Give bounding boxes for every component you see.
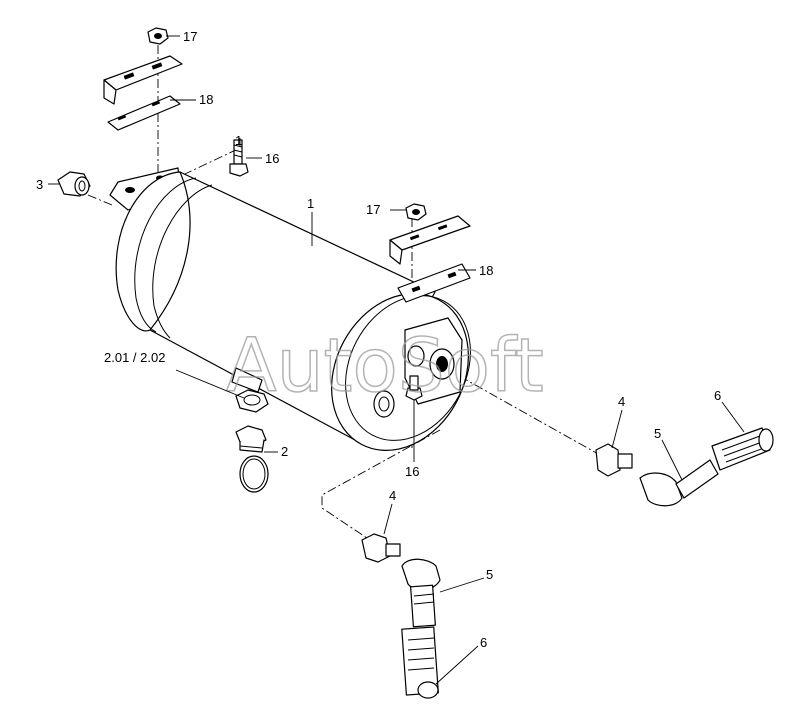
callout-5-lower: 5 (486, 567, 493, 582)
callout-4-lower: 4 (389, 488, 396, 503)
callout-17-top-left: 17 (183, 29, 197, 44)
upper-left-mounting-parts (103, 27, 183, 131)
callout-labels: 17 18 1 16 3 1 17 18 2.01 / 2.02 2 16 4 … (36, 29, 721, 650)
callout-16-lower: 16 (405, 464, 419, 479)
callout-2-01-2-02: 2.01 / 2.02 (104, 350, 165, 365)
callout-5-right: 5 (654, 426, 661, 441)
drain-plug (57, 171, 91, 197)
lower-connector-assembly (361, 533, 441, 699)
leader-lines (48, 35, 745, 685)
callout-1-upper: 1 (235, 133, 242, 148)
callout-3: 3 (36, 177, 43, 192)
callout-6-right: 6 (714, 388, 721, 403)
watermark: AutoSoft (226, 323, 544, 409)
bolt-upper (229, 139, 249, 177)
callout-18-top-right: 18 (479, 263, 493, 278)
air-reservoir-tank (109, 167, 471, 451)
callout-16-upper: 16 (265, 151, 279, 166)
callout-4-right: 4 (618, 394, 625, 409)
upper-right-mounting-parts (389, 203, 471, 265)
drain-valve-assembly (235, 389, 269, 493)
callout-6-lower: 6 (480, 635, 487, 650)
right-connector-assembly (595, 427, 774, 507)
callout-17-top-right: 17 (366, 202, 380, 217)
callout-1-tank: 1 (307, 196, 314, 211)
bolt-lower (405, 375, 423, 401)
callout-2: 2 (281, 444, 288, 459)
callout-18-top-left: 18 (199, 92, 213, 107)
